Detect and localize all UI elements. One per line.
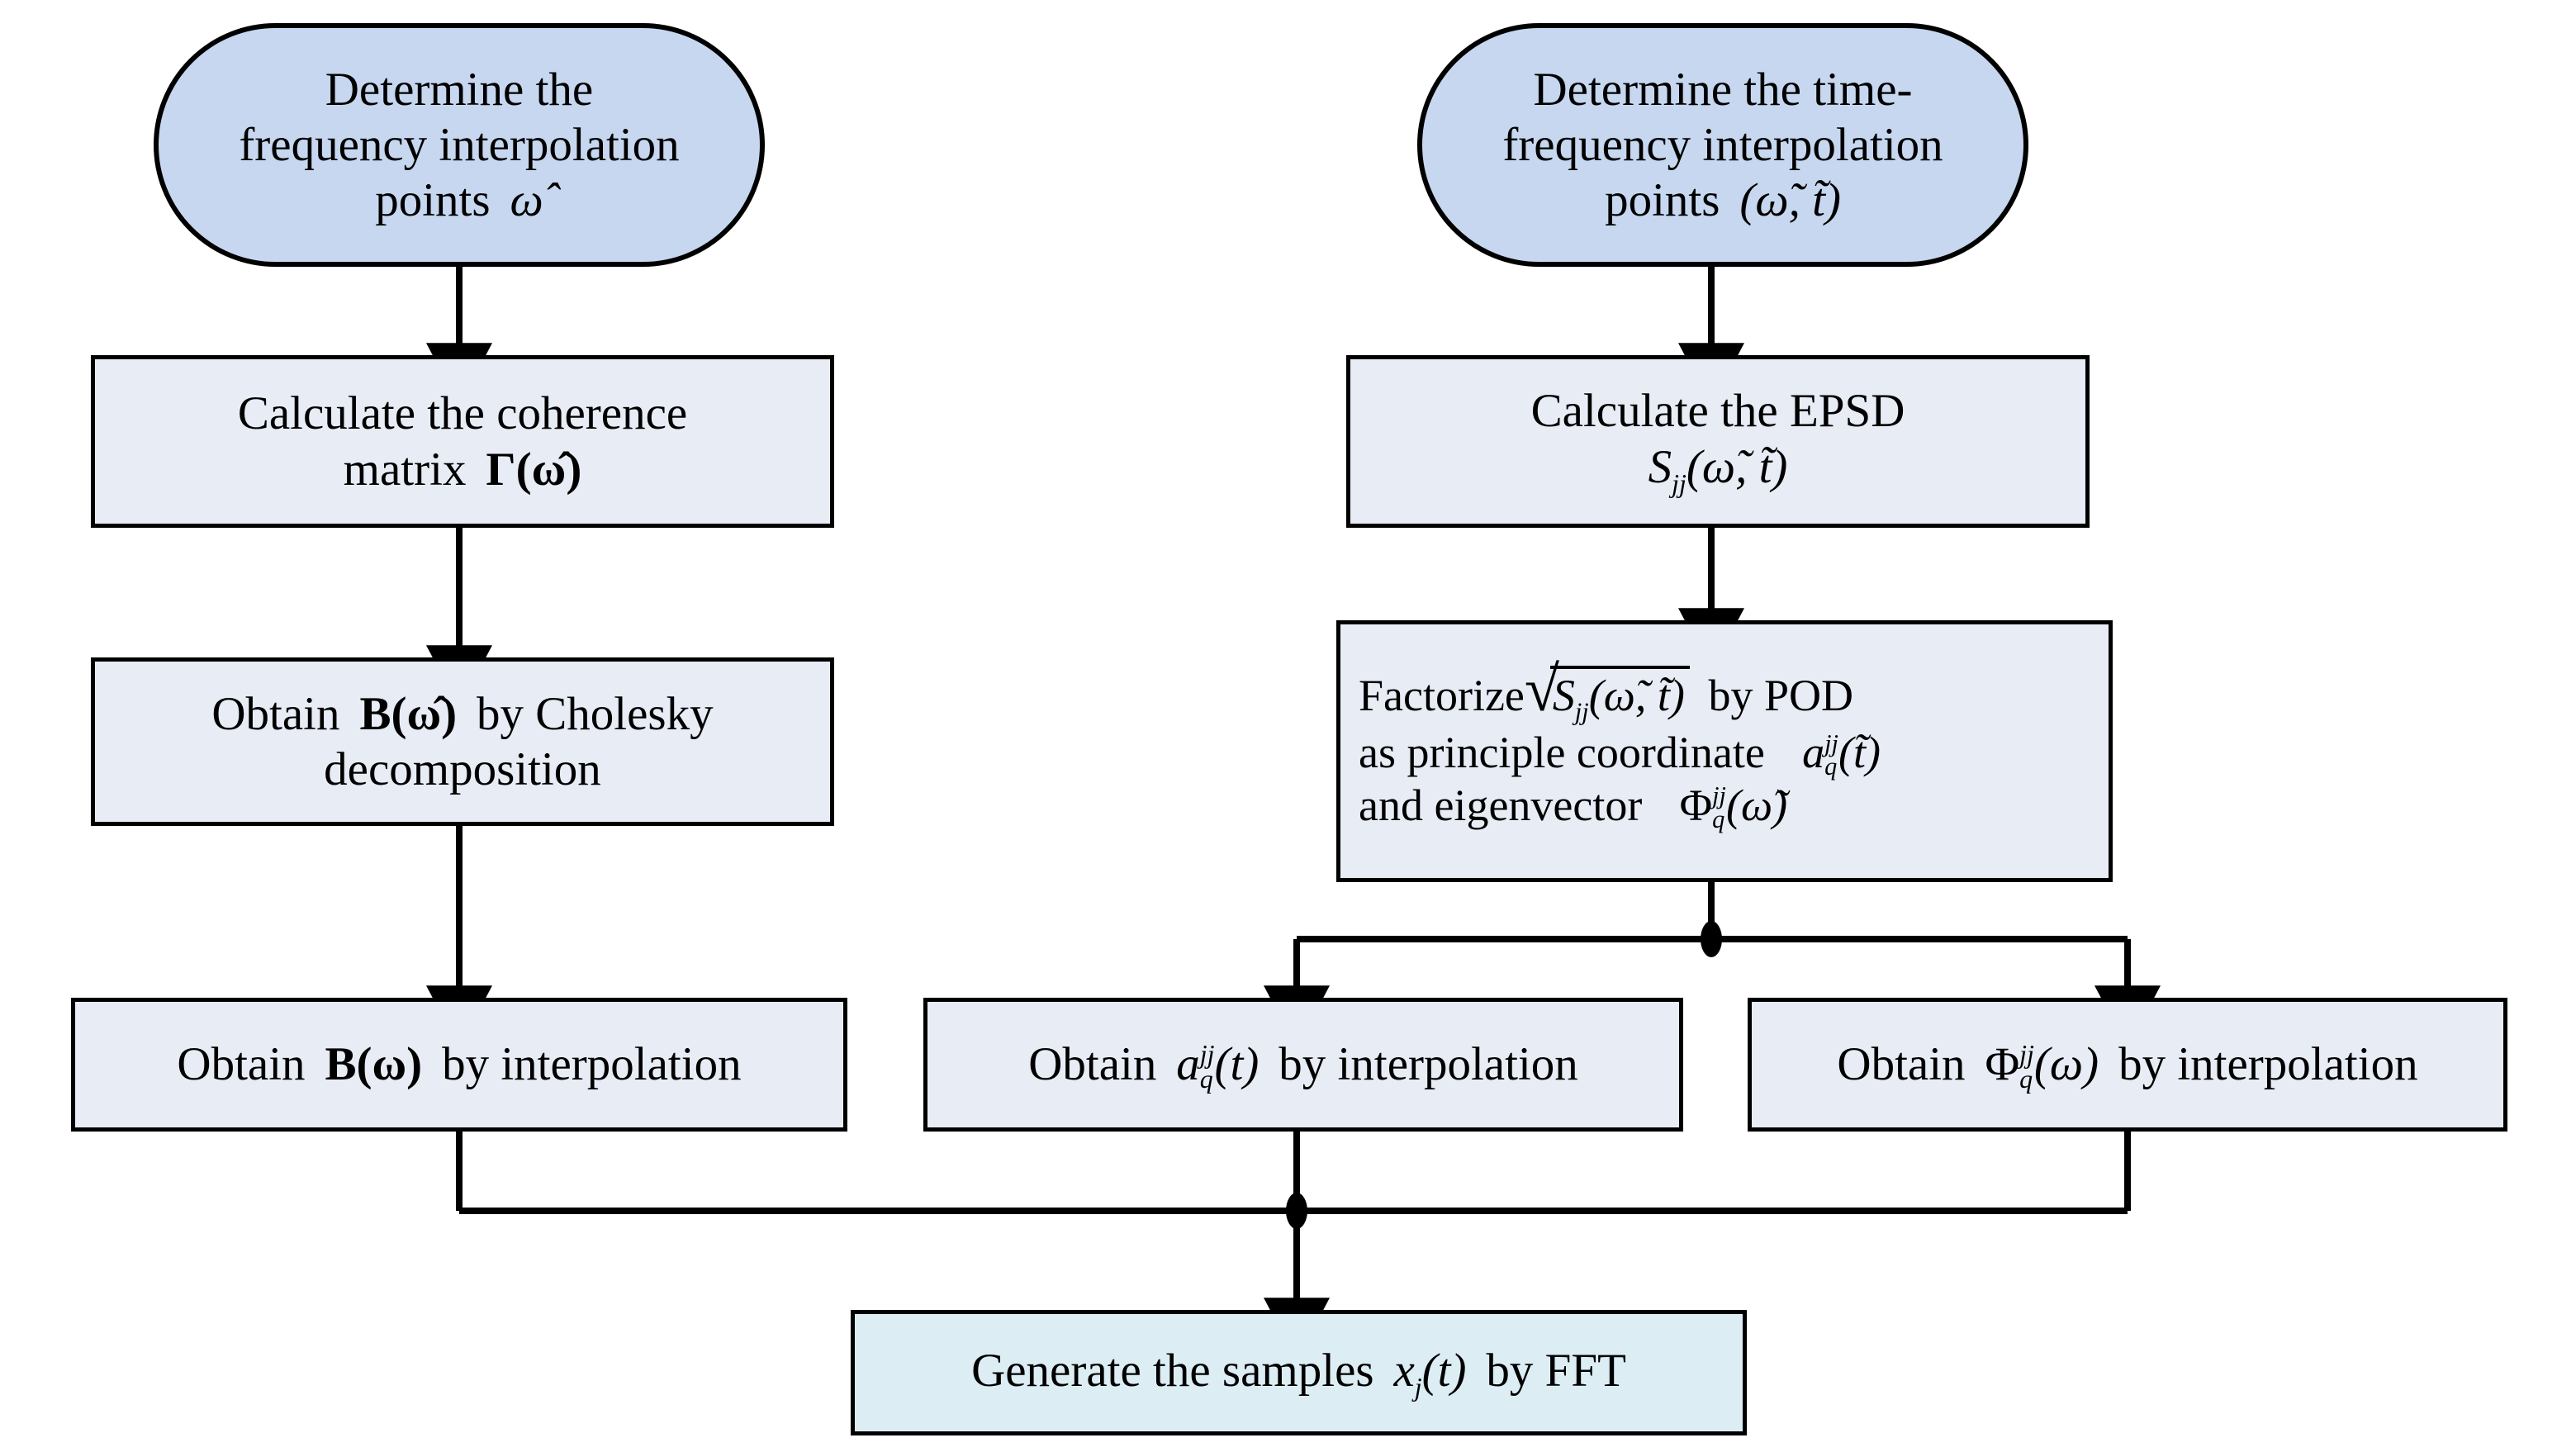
node-calculate-epsd-label: Calculate the EPSD Sjj(ω̃, t̃) <box>1530 385 1905 498</box>
node-calculate-epsd[interactable]: Calculate the EPSD Sjj(ω̃, t̃) <box>1346 355 2090 528</box>
node-factorize-pod[interactable]: FactorizeSjj(ω̃, t̃)by POD as principle … <box>1336 620 2113 882</box>
merge-junction-dot <box>1286 1193 1307 1229</box>
node-factorize-pod-label: FactorizeSjj(ω̃, t̃)by POD as principle … <box>1340 658 1894 833</box>
node-determine-frequency-points[interactable]: Determine the frequency interpolation po… <box>154 23 765 267</box>
split-junction-dot <box>1701 921 1722 957</box>
node-determine-frequency-points-label: Determine the frequency interpolation po… <box>239 63 680 227</box>
node-determine-time-frequency-points[interactable]: Determine the time- frequency interpolat… <box>1417 23 2028 267</box>
node-determine-time-frequency-points-label: Determine the time- frequency interpolat… <box>1502 63 1943 227</box>
